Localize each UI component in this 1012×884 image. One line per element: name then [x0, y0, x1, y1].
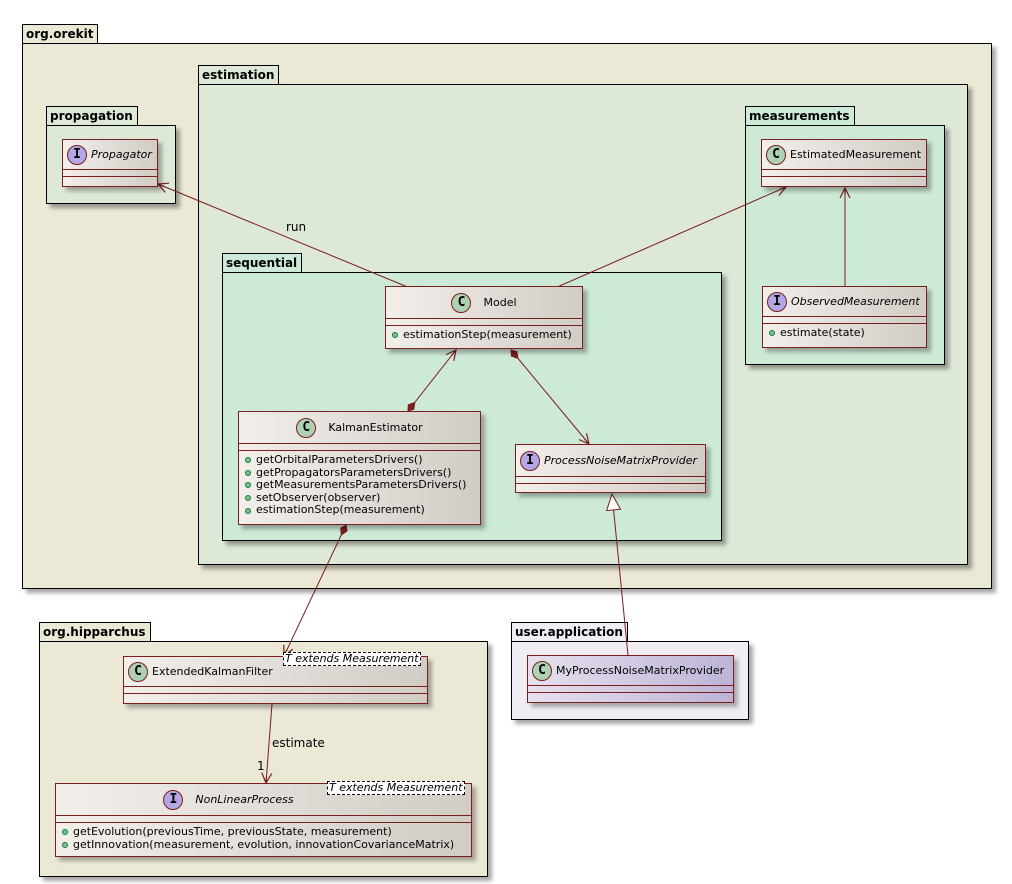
package-sequential-tab: sequential [222, 253, 303, 272]
class-name: KalmanEstimator [328, 421, 423, 434]
method: estimate(state) [769, 326, 922, 340]
class-header: C Model [386, 287, 582, 319]
class-header: C ExtendedKalmanFilter [124, 657, 427, 687]
edge-label-run: run [286, 220, 307, 234]
class-name: ExtendedKalmanFilter [152, 665, 273, 678]
interface-icon: I [767, 291, 787, 312]
class-header: I NonLinearProcess [56, 784, 471, 816]
package-label: sequential [222, 253, 303, 272]
template-parameter: T extends Measurement [327, 781, 465, 795]
package-user-application-tab: user.application [511, 622, 628, 641]
method: getEvolution(previousTime, previousState… [62, 825, 467, 839]
method: estimationStep(measurement) [392, 328, 578, 342]
public-method-icon [245, 507, 251, 514]
package-orekit-tab: org.orekit [22, 24, 99, 43]
interface-icon: I [520, 450, 540, 471]
class-my-process-noise-matrix-provider[interactable]: C MyProcessNoiseMatrixProvider [527, 655, 734, 703]
method: getInnovation(measurement, evolution, in… [62, 838, 467, 852]
method: estimationStep(measurement) [245, 504, 476, 517]
method-list: getOrbitalParametersDrivers() getPropaga… [239, 451, 480, 521]
class-extended-kalman-filter[interactable]: C ExtendedKalmanFilter [123, 656, 428, 704]
interface-icon: I [67, 144, 87, 165]
package-label: measurements [745, 106, 855, 125]
class-icon: C [532, 660, 552, 681]
package-measurements-tab: measurements [745, 106, 855, 125]
public-method-icon [245, 469, 251, 476]
package-label: propagation [46, 106, 138, 125]
package-label: org.orekit [22, 24, 99, 43]
class-header: C KalmanEstimator [239, 412, 480, 444]
method: getPropagatorsParametersDrivers() [245, 466, 476, 480]
public-method-icon [245, 482, 251, 489]
class-header: I Propagator [63, 140, 157, 170]
public-method-icon [392, 332, 398, 339]
class-header: I ObservedMeasurement [763, 287, 926, 317]
method-list: getEvolution(previousTime, previousState… [56, 823, 471, 855]
edge-label-estimate: estimate [272, 736, 325, 750]
method: getMeasurementsParametersDrivers() [245, 479, 476, 492]
package-label: org.hipparchus [39, 622, 151, 641]
package-label: user.application [511, 622, 628, 641]
class-header: I ProcessNoiseMatrixProvider [516, 445, 705, 477]
public-method-icon [245, 495, 251, 502]
public-method-icon [62, 841, 68, 848]
class-header: C MyProcessNoiseMatrixProvider [528, 656, 733, 686]
class-estimated-measurement[interactable]: C EstimatedMeasurement [761, 139, 927, 187]
package-propagation-tab: propagation [46, 106, 138, 125]
package-hipparchus-tab: org.hipparchus [39, 622, 151, 641]
public-method-icon [62, 829, 68, 836]
class-name: EstimatedMeasurement [790, 148, 922, 161]
class-icon: C [128, 661, 148, 682]
class-name: NonLinearProcess [195, 793, 294, 806]
class-name: Propagator [91, 148, 152, 161]
method-list: estimate(state) [763, 324, 926, 344]
class-name: ProcessNoiseMatrixProvider [544, 454, 698, 467]
class-header: C EstimatedMeasurement [762, 140, 926, 170]
class-name: Model [483, 296, 517, 309]
class-name: ObservedMeasurement [791, 295, 920, 308]
public-method-icon [245, 457, 251, 464]
class-icon: C [296, 417, 317, 438]
class-propagator[interactable]: I Propagator [62, 139, 158, 187]
method: setObserver(observer) [245, 491, 476, 505]
package-label: estimation [198, 65, 280, 84]
class-icon: C [766, 144, 786, 165]
method: getOrbitalParametersDrivers() [245, 453, 476, 467]
class-nonlinear-process[interactable]: I NonLinearProcess getEvolution(previous… [55, 783, 472, 857]
interface-icon: I [163, 789, 184, 810]
class-process-noise-matrix-provider[interactable]: I ProcessNoiseMatrixProvider [515, 444, 706, 493]
class-name: MyProcessNoiseMatrixProvider [556, 664, 725, 677]
edge-multiplicity: 1 [257, 759, 265, 773]
class-icon: C [451, 292, 472, 313]
class-kalman-estimator[interactable]: C KalmanEstimator getOrbitalParametersDr… [238, 411, 481, 525]
template-parameter: T extends Measurement [283, 652, 421, 666]
package-estimation-tab: estimation [198, 65, 280, 84]
class-model[interactable]: C Model estimationStep(measurement) [385, 286, 583, 349]
public-method-icon [769, 330, 775, 337]
class-observed-measurement[interactable]: I ObservedMeasurement estimate(state) [762, 286, 927, 348]
method-list: estimationStep(measurement) [386, 326, 582, 346]
